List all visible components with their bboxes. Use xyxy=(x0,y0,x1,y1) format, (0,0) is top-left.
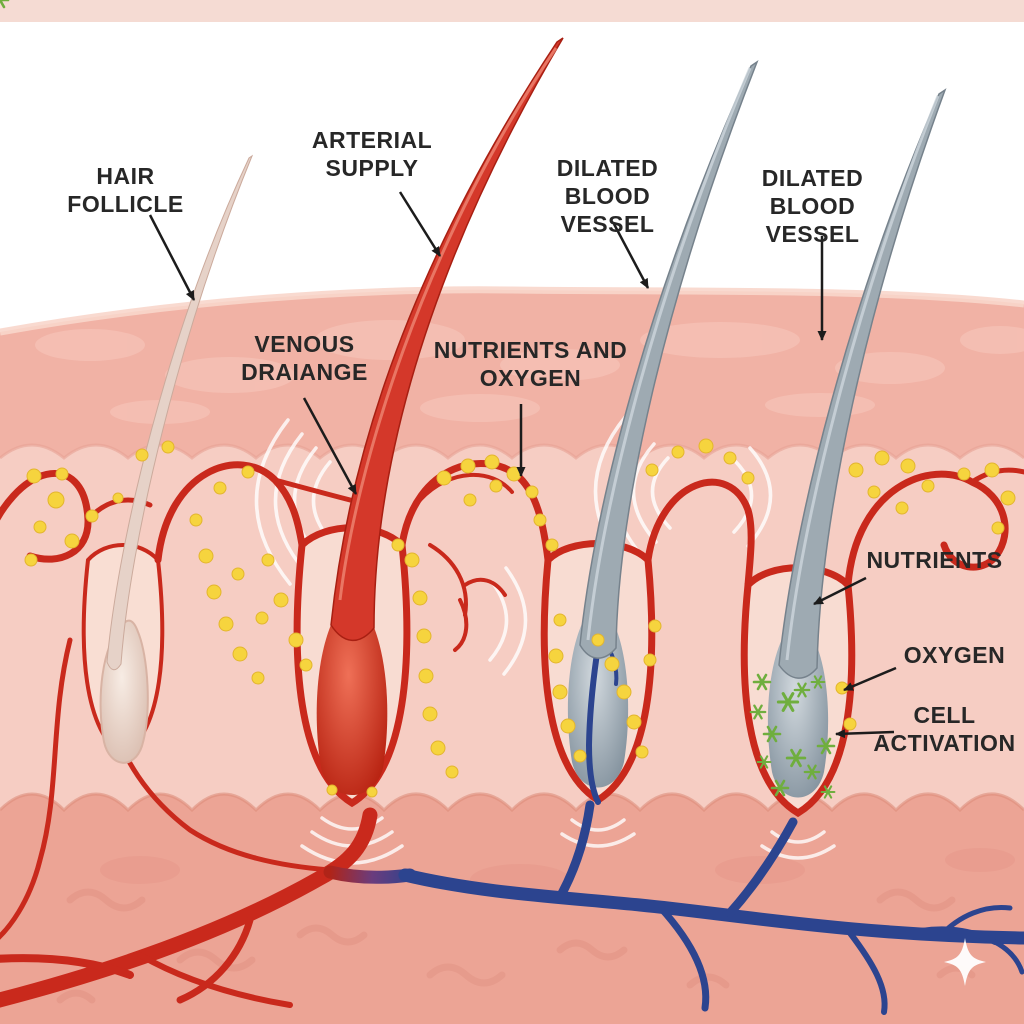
arrow-arterial-supply xyxy=(398,191,442,257)
label-arterial-supply: ARTERIAL SUPPLY xyxy=(311,127,433,182)
arrow-cell-activation xyxy=(835,729,895,739)
label-oxygen: OXYGEN xyxy=(903,642,1006,668)
annotation-arrows xyxy=(148,191,897,739)
arrow-oxygen xyxy=(843,666,897,692)
label-cell-activation: CELL ACTIVATION xyxy=(873,702,1016,757)
gray-hair-shaft-2 xyxy=(778,88,947,679)
top-pink-strip xyxy=(0,0,1024,22)
hair-shafts xyxy=(106,37,947,679)
label-venous-drainage: VENOUS DRAIANGE xyxy=(241,331,368,386)
gray-hair-shaft-1 xyxy=(579,60,759,659)
venous-network xyxy=(323,800,1024,1015)
red-follicle-bulb xyxy=(316,595,388,795)
arrow-nutrients xyxy=(813,576,867,606)
artery-vein-junction xyxy=(323,865,417,884)
deep-layer-texture xyxy=(56,888,976,1004)
sparkle-icon xyxy=(944,938,986,986)
label-dilated-vessel-1: DILATED BLOOD VESSEL xyxy=(556,155,659,238)
cell-activation-stars xyxy=(0,0,836,799)
label-hair-follicle: HAIR FOLLICLE xyxy=(67,163,184,218)
label-dilated-vessel-2: DILATED BLOOD VESSEL xyxy=(761,165,864,248)
arrow-hair-follicle xyxy=(148,214,196,301)
red-hair-highlight xyxy=(338,47,558,601)
pale-hair-shaft xyxy=(106,154,254,671)
label-nutrients-oxygen: NUTRIENTS AND OXYGEN xyxy=(433,337,628,392)
label-nutrients: NUTRIENTS xyxy=(866,547,1003,573)
epidermis-mottling xyxy=(35,320,1024,424)
arrow-venous-drainage xyxy=(302,397,358,495)
red-hair-shaft xyxy=(330,37,564,642)
arrow-dilated-vessel-1 xyxy=(612,223,650,289)
nutrient-dots xyxy=(24,438,1016,798)
